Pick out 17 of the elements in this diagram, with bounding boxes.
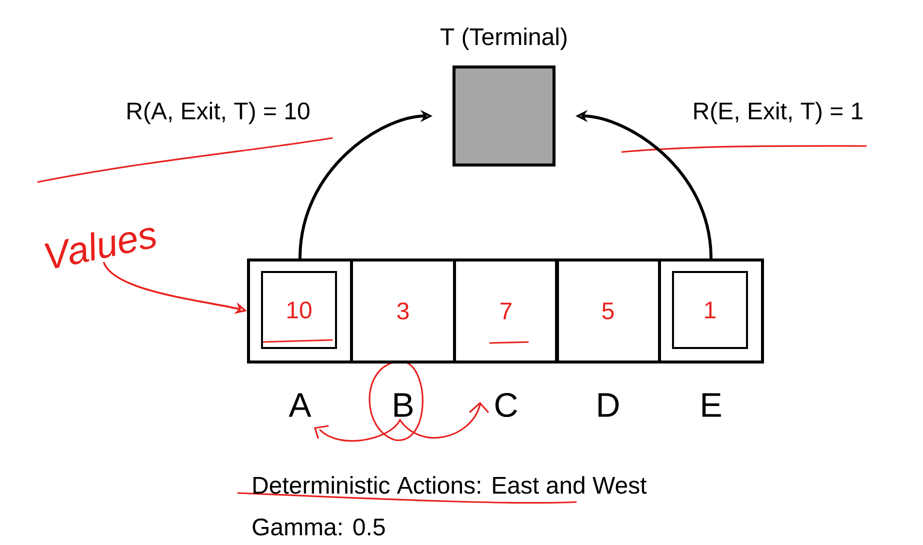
terminal-box: T (Terminal): [440, 28, 566, 166]
grid-cell: 5: [555, 258, 661, 364]
edge-label: R(E, Exit, T) = 1: [691, 100, 865, 126]
note-text: Gamma: 0.5: [252, 518, 385, 536]
cell-letter: E: [702, 393, 721, 417]
cell-letter: B: [394, 393, 413, 417]
cell-letter: C: [495, 392, 517, 418]
cell-letter: A: [288, 393, 312, 417]
grid-cell: 3: [350, 258, 456, 364]
cell-letter: D: [598, 393, 619, 417]
handwritten-text: Values: [44, 228, 156, 268]
node-label: T (Terminal): [440, 28, 567, 50]
exit-square: 10: [261, 271, 337, 349]
note-text: Deterministic Actions: East and West: [254, 476, 647, 494]
edge-label: R(A, Exit, T) = 10: [124, 100, 312, 126]
exit-square: 1: [672, 271, 748, 349]
grid-cell: 7: [453, 258, 559, 364]
